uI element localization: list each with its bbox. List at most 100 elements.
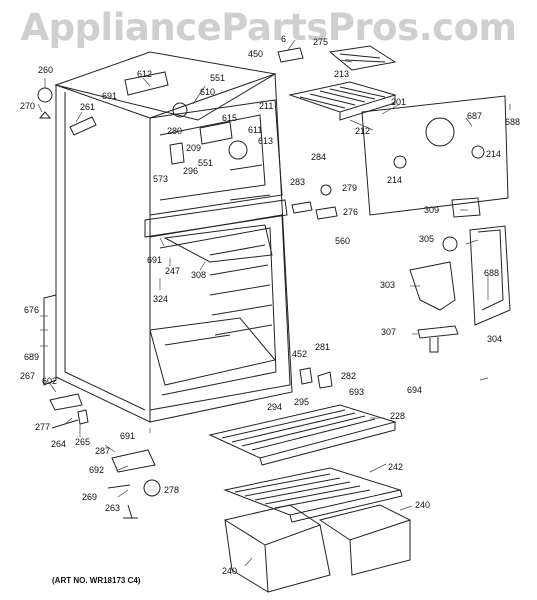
part-label[interactable]: 277 (35, 422, 51, 432)
part-label[interactable]: 228 (390, 411, 406, 421)
part-label[interactable]: 691 (147, 255, 163, 265)
label-plate-309 (452, 198, 480, 217)
part-label[interactable]: 275 (313, 37, 329, 47)
bracket-307 (418, 326, 458, 352)
heater-209 (170, 143, 184, 164)
part-label[interactable]: 260 (38, 65, 54, 75)
part-label[interactable]: 247 (165, 266, 181, 276)
dial-305 (443, 237, 457, 251)
part-label[interactable]: 693 (349, 387, 365, 397)
part-label[interactable]: 692 (89, 465, 105, 475)
part-label[interactable]: 281 (315, 342, 331, 352)
refrigerator-cabinet (44, 52, 292, 422)
bracket-283 (292, 202, 312, 213)
motor-610 (173, 103, 187, 117)
part-label[interactable]: 279 (342, 183, 358, 193)
part-label[interactable]: 691 (120, 431, 136, 441)
part-label[interactable]: 282 (341, 371, 357, 381)
part-label[interactable]: 263 (105, 503, 121, 513)
cover-308 (165, 225, 272, 262)
part-label[interactable]: 201 (391, 97, 407, 107)
part-label[interactable]: 242 (388, 462, 404, 472)
part-label[interactable]: 276 (343, 207, 359, 217)
part-label[interactable]: 265 (75, 437, 91, 447)
hinge-282 (318, 372, 332, 388)
damper-303 (410, 262, 455, 310)
part-label[interactable]: 308 (191, 270, 207, 280)
part-label[interactable]: 212 (355, 126, 371, 136)
part-label[interactable]: 264 (51, 439, 67, 449)
part-label[interactable]: 267 (20, 371, 36, 381)
part-label[interactable]: 270 (20, 101, 36, 111)
part-label[interactable]: 283 (290, 177, 306, 187)
leg-263 (123, 505, 138, 518)
part-label[interactable]: 278 (164, 485, 180, 495)
art-number-caption: (ART NO. WR18173 C4) (52, 576, 141, 585)
part-label[interactable]: 688 (505, 117, 521, 127)
part-label[interactable]: 287 (95, 446, 111, 456)
roller-265 (78, 410, 88, 424)
part-label[interactable]: 694 (407, 385, 423, 395)
part-label[interactable]: 611 (248, 125, 263, 135)
bracket-611 (200, 122, 232, 144)
bulb-279 (321, 185, 331, 195)
part-label[interactable]: 688 (484, 268, 500, 278)
part-label[interactable]: 240 (415, 500, 431, 510)
part-label[interactable]: 691 (102, 91, 118, 101)
part-label[interactable]: 280 (167, 126, 183, 136)
crisper-cover-242 (225, 468, 402, 522)
part-label[interactable]: 324 (153, 294, 169, 304)
part-label[interactable]: 615 (222, 113, 238, 123)
part-label[interactable]: 213 (334, 69, 350, 79)
part-label[interactable]: 450 (248, 49, 264, 59)
knob-270 (40, 112, 50, 118)
part-label[interactable]: 452 (292, 349, 308, 359)
part-label[interactable]: 560 (335, 236, 351, 246)
part-label[interactable]: 304 (487, 334, 503, 344)
part-label[interactable]: 295 (294, 397, 310, 407)
part-label[interactable]: 573 (153, 174, 169, 184)
part-label[interactable]: 261 (80, 102, 96, 112)
part-label[interactable]: 6 (281, 34, 287, 44)
bracket-452 (300, 368, 312, 384)
crisper-drawer-240-right (320, 505, 410, 575)
part-label[interactable]: 551 (210, 73, 226, 83)
part-label[interactable]: 284 (311, 152, 327, 162)
part-label[interactable]: 602 (42, 376, 58, 386)
part-label[interactable]: 676 (24, 305, 40, 315)
part-label[interactable]: 613 (258, 136, 274, 146)
part-label[interactable]: 307 (381, 327, 397, 337)
freezer-shelf-212 (290, 82, 395, 120)
part-label[interactable]: 296 (183, 166, 199, 176)
part-label[interactable]: 269 (82, 492, 98, 502)
part-label[interactable]: 303 (380, 280, 396, 290)
bracket-277 (50, 394, 82, 410)
part-label[interactable]: 209 (186, 143, 202, 153)
wire-shelf-228 (210, 405, 395, 465)
part-label[interactable]: 610 (200, 87, 216, 97)
bracket-287 (112, 450, 155, 472)
bracket-612 (125, 72, 168, 95)
part-label[interactable]: 689 (24, 352, 40, 362)
part-label[interactable]: 305 (419, 234, 435, 244)
thermostat-260 (38, 88, 52, 102)
part-label[interactable]: 240 (222, 566, 238, 576)
crisper-drawer-240-left (225, 505, 330, 592)
leader-lines (38, 40, 510, 566)
part-label[interactable]: 551 (198, 158, 214, 168)
bracket-276 (316, 207, 337, 219)
part-label[interactable]: 214 (486, 149, 502, 159)
part-label[interactable]: 294 (267, 402, 283, 412)
pin-269 (108, 485, 130, 488)
part-label[interactable]: 214 (387, 175, 403, 185)
part-label[interactable]: 309 (424, 205, 440, 215)
ice-tray-213 (330, 46, 395, 70)
part-label[interactable]: 211 (259, 101, 274, 111)
roller-278 (144, 480, 160, 496)
part-label[interactable]: 612 (137, 69, 153, 79)
watermark-text: AppliancePartsPros.com (20, 6, 517, 49)
part-label[interactable]: 687 (467, 111, 483, 121)
mount-450 (278, 48, 303, 62)
